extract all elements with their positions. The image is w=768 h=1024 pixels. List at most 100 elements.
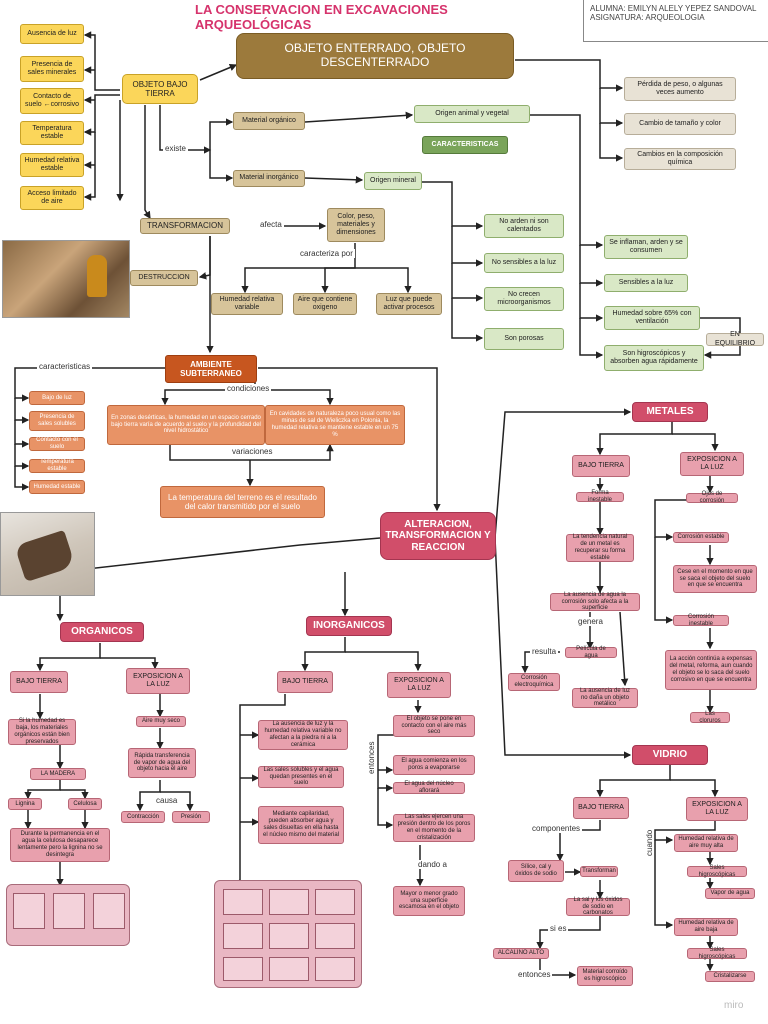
org-lignina: Lignina xyxy=(8,798,42,810)
vidrio-bajo-tierra: BAJO TIERRA xyxy=(573,797,629,819)
cap-cell-3 xyxy=(315,889,355,915)
cap-cell-8 xyxy=(269,957,309,981)
met-cese: Cese en el momento en que se saca el obj… xyxy=(673,565,757,593)
capillarity-figure xyxy=(214,880,362,988)
material-inorganico: Material inorgánico xyxy=(233,170,305,187)
met-ausencia-luz: La ausencia de luz no daña un objeto met… xyxy=(572,688,638,708)
organic-humedad: Humedad sobre 65% con ventilación xyxy=(604,306,700,330)
org-humedad-baja: Si la humedad es baja, los materiales or… xyxy=(8,718,76,745)
label-causa: causa xyxy=(154,796,180,805)
transformacion-box: TRANSFORMACION xyxy=(140,218,230,234)
origen-animal: Origen animal y vegetal xyxy=(414,105,530,123)
amb-sales: Presencia de sales solubles xyxy=(29,411,85,431)
label-caracteristicas: caracteristicas xyxy=(37,362,93,371)
org-bajo-tierra: BAJO TIERRA xyxy=(10,671,68,693)
inorg-sales-presion: Las sales ejercen una presión dentro de … xyxy=(393,814,475,842)
mineral-porosas: Son porosas xyxy=(484,328,564,350)
met-accion-continua: La acción continúa a expensas del metal,… xyxy=(665,650,757,690)
material-organico: Material orgánico xyxy=(233,112,305,130)
inorg-exposicion: EXPOSICION A LA LUZ xyxy=(387,672,451,698)
effect-composicion: Cambios en la composición química xyxy=(624,148,736,170)
org-permanencia-agua: Durante la permanencia en el agua la cel… xyxy=(10,828,110,862)
label-variaciones: variaciones xyxy=(230,447,275,456)
cond-wieliczka: En cavidades de naturaleza poco usual co… xyxy=(265,405,405,445)
archaeologist-figure xyxy=(87,255,107,297)
wood-cell-3 xyxy=(93,893,125,929)
met-corrosion-estable: Corrosión estable xyxy=(673,532,729,543)
organic-higroscopicos: Son higroscópicos y absorben agua rápida… xyxy=(604,345,704,371)
label-resulta: resulta xyxy=(530,647,559,656)
label-entonces-inorg: entonces xyxy=(367,739,376,776)
cause-humedad: Humedad relativa variable xyxy=(211,293,283,315)
vid-humedad-baja: Humedad relativa de aire baja xyxy=(674,918,738,936)
watermark-miro: miro xyxy=(724,1000,744,1011)
vid-cristalizarse: Cristalizarse xyxy=(705,971,755,982)
met-tendencia: La tendencia natural de un metal es recu… xyxy=(566,534,634,562)
factor-contacto-suelo: Contacto de suelo ←corrosivo xyxy=(20,88,84,114)
organicos-box: ORGANICOS xyxy=(60,622,144,642)
mineral-no-luz: No sensibles a la luz xyxy=(484,253,564,273)
inorg-aire-seco: El objeto se pone en contacto con el air… xyxy=(393,715,475,737)
page-title: LA CONSERVACION EN EXCAVACIONES ARQUEOLÓ… xyxy=(195,2,448,32)
cap-cell-2 xyxy=(269,889,309,915)
vidrio-box: VIDRIO xyxy=(632,745,708,765)
cause-luz: Luz que puede activar procesos xyxy=(376,293,442,315)
vid-transforman: Transforman xyxy=(580,866,618,877)
effect-tamano: Cambio de tamaño y color xyxy=(624,113,736,135)
met-corrosion-electroquimica: Corrosión electroquímica xyxy=(508,673,560,691)
mineral-no-arden: No arden ni son calentados xyxy=(484,214,564,238)
student-name: ALUMNA: EMILYN ALELY YEPEZ SANDOVAL xyxy=(590,4,757,13)
effect-peso: Pérdida de peso, o algunas veces aumento xyxy=(624,77,736,101)
cond-desierto: En zonas desérticas, la humedad en un es… xyxy=(107,405,265,445)
met-ausencia-agua: La ausencia de agua la corrosión solo af… xyxy=(550,592,640,611)
main-title-box: OBJETO ENTERRADO, OBJETO DESCENTERRADO xyxy=(236,33,514,79)
cause-aire: Aire que contiene oxigeno xyxy=(293,293,357,315)
vid-sales-1: Sales higroscópicas xyxy=(687,865,747,878)
en-equilibrio: EN EQUILIBRIO xyxy=(706,331,764,347)
inorg-sales-solubles: Las sales solubles y el agua quedan pres… xyxy=(258,766,344,788)
factor-humedad: Humedad relativa estable xyxy=(20,153,84,177)
vid-sal-oxidos: La sal y los óxidos de sodio en carbonat… xyxy=(566,897,630,916)
org-presion: Presión xyxy=(172,811,210,823)
label-entonces-vidrio: entonces xyxy=(516,970,553,979)
objeto-bajo-tierra: OBJETO BAJO TIERRA xyxy=(122,74,198,104)
org-madera: LA MADERA xyxy=(30,768,86,780)
vidrio-exposicion: EXPOSICION A LA LUZ xyxy=(686,797,748,821)
vid-vapor-agua: Vapor de agua xyxy=(705,888,755,899)
met-forma-inestable: Forma inestable xyxy=(576,490,624,503)
ambiente-subterraneo: AMBIENTE SUBTERRANEO xyxy=(165,355,257,383)
org-celulosa: Celulosa xyxy=(68,798,102,810)
label-dando-a: dando a xyxy=(416,860,449,869)
label-si-es: si es xyxy=(548,924,569,933)
label-genera: genera xyxy=(576,617,605,626)
organic-inflaman: Se inflaman, arden y se consumen xyxy=(604,235,688,259)
organic-sensibles: Sensibles a la luz xyxy=(604,274,688,292)
student-info-box: ALUMNA: EMILYN ALELY YEPEZ SANDOVAL ASIG… xyxy=(583,0,768,42)
factor-acceso-aire: Acceso limitado de aire xyxy=(20,186,84,210)
subject-name: ASIGNATURA: ARQUEOLOGIA xyxy=(590,13,705,22)
cap-cell-6 xyxy=(315,923,355,949)
inorg-superficie-escamosa: Mayor o menor grado una superficie escam… xyxy=(393,886,465,916)
label-caracteriza-por: caracteriza por xyxy=(298,249,355,258)
amb-humedad: Humedad estable xyxy=(29,480,85,494)
met-cloruros: Las cloruros xyxy=(690,711,730,724)
caracteristicas-box: CARACTERISTICAS xyxy=(422,136,508,154)
metales-exposicion: EXPOSICION A LA LUZ xyxy=(680,452,744,476)
inorg-ausencia-luz: La ausencia de luz y la humedad relativa… xyxy=(258,720,348,750)
inorganicos-box: INORGANICOS xyxy=(306,616,392,636)
cap-cell-4 xyxy=(223,923,263,949)
label-componentes: componentes xyxy=(530,824,583,833)
amb-bajo-luz: Bajo de luz xyxy=(29,391,85,405)
excavation-photo xyxy=(2,240,130,318)
wood-cell-2 xyxy=(53,893,85,929)
inorg-agua-nucleo: El agua del núcleo aflorará xyxy=(393,781,465,794)
metales-box: METALES xyxy=(632,402,708,422)
factor-ausencia-luz: Ausencia de luz xyxy=(20,24,84,44)
label-existe: existe xyxy=(163,144,188,153)
met-pelicula-agua: Película de agua xyxy=(565,646,617,659)
label-condiciones: condiciones xyxy=(225,384,272,393)
artifact-object xyxy=(14,529,76,583)
factor-temperatura: Temperatura estable xyxy=(20,121,84,145)
destruccion-box: DESTRUCCION xyxy=(130,270,198,286)
